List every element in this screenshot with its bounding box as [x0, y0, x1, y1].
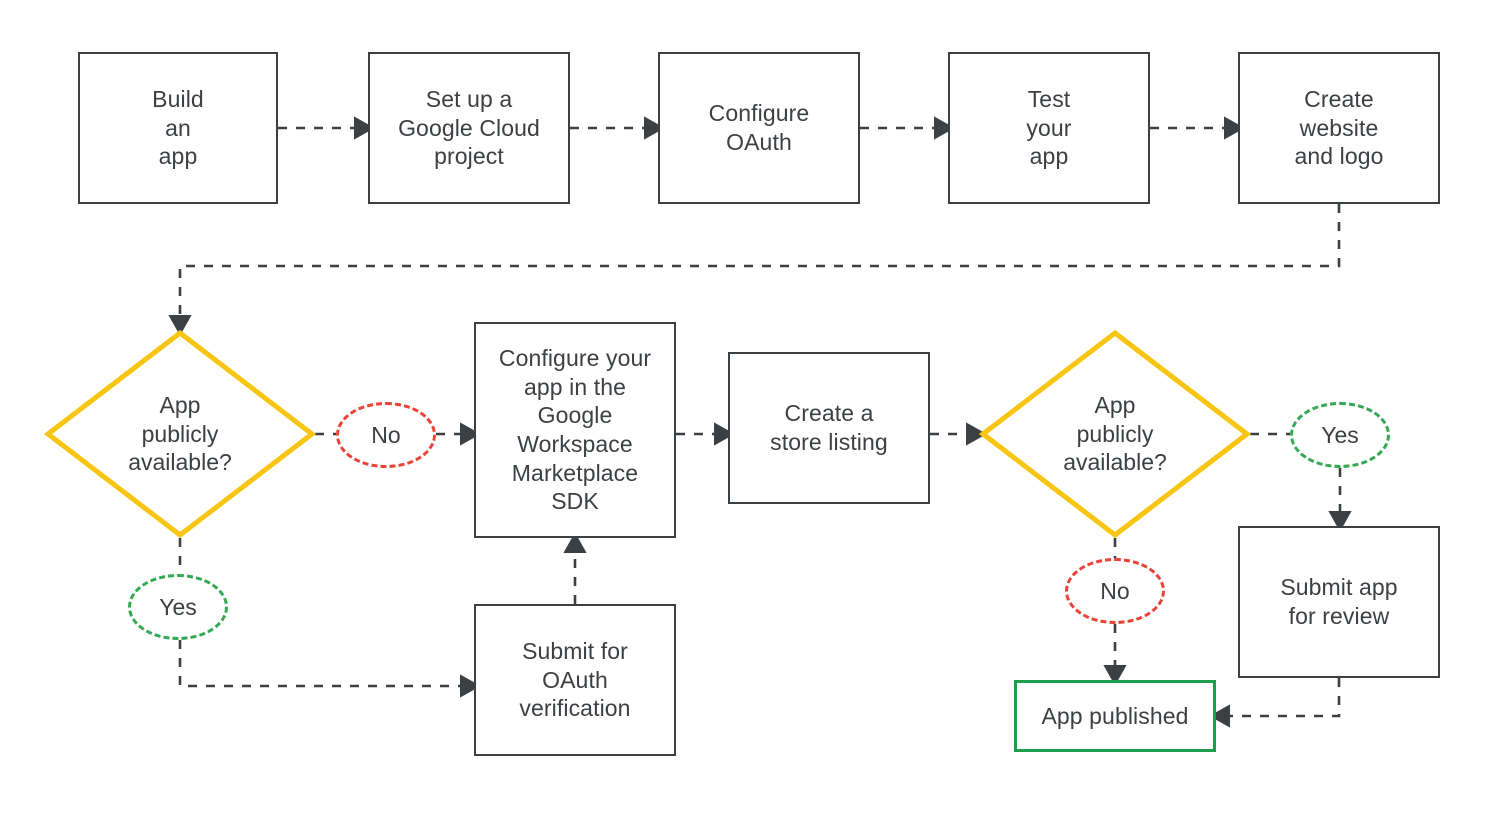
edge-review-to-published [1209, 678, 1341, 728]
node-label: Build an app [152, 86, 204, 170]
node-set-up-gcp-project[interactable]: Set up a Google Cloud project [368, 52, 570, 204]
edge-website-to-decision-left [168, 204, 1341, 336]
edge-label-yes-right: Yes [1290, 402, 1390, 468]
node-label: Create a store listing [770, 400, 888, 455]
edge-label-yes-left: Yes [128, 574, 228, 640]
node-app-published[interactable]: App published [1014, 680, 1216, 752]
node-configure-oauth[interactable]: Configure OAuth [658, 52, 860, 204]
node-label: Configure your app in the Google Workspa… [498, 345, 652, 515]
node-label: Submit app for review [1280, 574, 1398, 629]
edge-label-no-right: No [1065, 558, 1165, 624]
edge-label-text: No [371, 421, 401, 448]
node-create-a-store-listing[interactable]: Create a store listing [728, 352, 930, 504]
node-configure-app-in-marketplace-sdk[interactable]: Configure your app in the Google Workspa… [474, 322, 676, 538]
node-build-an-app[interactable]: Build an app [78, 52, 278, 204]
node-decision-app-publicly-available-right[interactable]: App publicly available? [978, 329, 1252, 539]
edge-label-no-left: No [336, 402, 436, 468]
node-label: Configure OAuth [708, 100, 810, 155]
node-decision-app-publicly-available-left[interactable]: App publicly available? [43, 329, 317, 539]
node-label: Set up a Google Cloud project [398, 86, 540, 170]
node-create-website-and-logo[interactable]: Create website and logo [1238, 52, 1440, 204]
diamond-shape [43, 329, 317, 539]
node-label: App published [1041, 702, 1189, 729]
edge-label-text: No [1100, 577, 1130, 604]
node-label: Create website and logo [1294, 86, 1384, 170]
node-label: Submit for OAuth verification [519, 638, 631, 722]
node-label: App publicly available? [1063, 392, 1167, 476]
diamond-shape [978, 329, 1252, 539]
edge-label-text: Yes [1321, 421, 1359, 448]
node-submit-for-oauth-verification[interactable]: Submit for OAuth verification [474, 604, 676, 756]
node-label: App publicly available? [128, 392, 232, 476]
node-label: Test your app [1026, 86, 1072, 170]
node-submit-app-for-review[interactable]: Submit app for review [1238, 526, 1440, 678]
node-test-your-app[interactable]: Test your app [948, 52, 1150, 204]
edge-decision-left-yes-b [178, 640, 481, 698]
edge-label-text: Yes [159, 593, 197, 620]
